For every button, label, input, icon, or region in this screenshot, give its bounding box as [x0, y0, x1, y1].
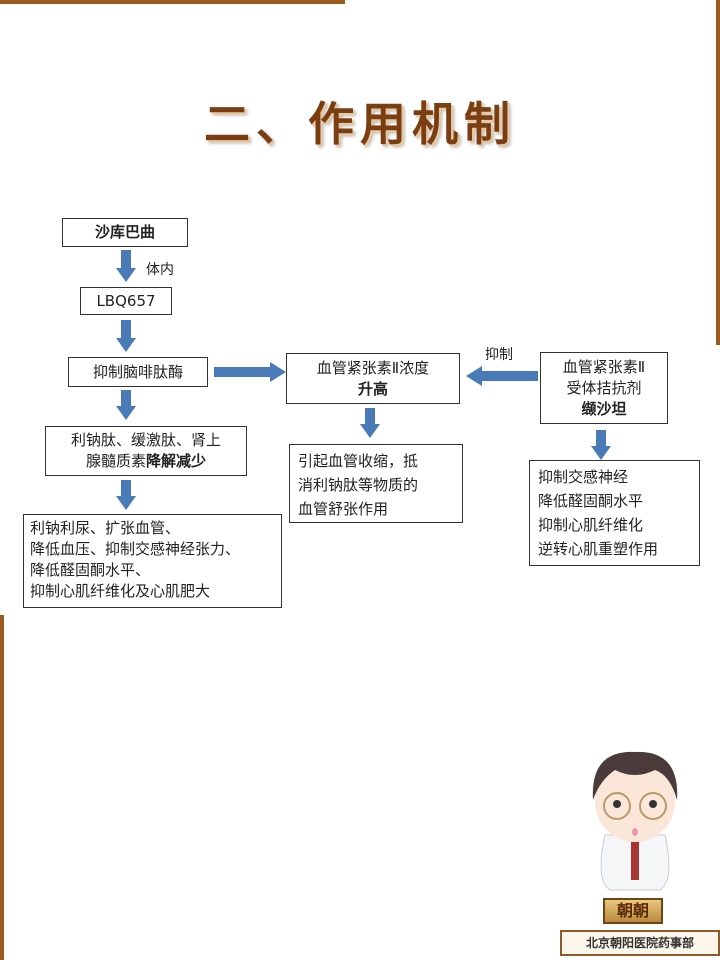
peptides-bold: 降解减少	[146, 452, 207, 470]
effect-line: 抑制交感神经	[538, 468, 629, 486]
arrow-down-icon	[116, 320, 136, 352]
effect-line: 血管舒张作用	[298, 500, 389, 518]
effect-line: 消利钠肽等物质的	[298, 476, 419, 494]
arrow-down-icon	[116, 390, 136, 420]
arrow-left-icon	[466, 366, 538, 386]
peptides-line2: 腺髓质素	[85, 452, 146, 470]
node-arb-effects: 抑制交感神经 降低醛固酮水平 抑制心肌纤维化 逆转心肌重塑作用	[529, 460, 700, 566]
frame-left-line	[0, 615, 4, 960]
frame-right-line	[716, 0, 720, 345]
effect-line: 逆转心肌重塑作用	[538, 540, 659, 558]
arrow-down-icon	[116, 250, 136, 282]
label-inhibit: 抑制	[485, 347, 513, 363]
arrow-down-icon	[360, 408, 380, 438]
page-title: 二、作用机制	[204, 97, 516, 151]
arb-bold: 缬沙坦	[581, 399, 627, 418]
node-ang2: 血管紧张素Ⅱ浓度 升高	[286, 353, 460, 404]
arrow-down-icon	[116, 480, 136, 510]
arrow-right-icon	[214, 362, 286, 382]
arb-line1: 血管紧张素Ⅱ	[562, 357, 646, 376]
arrow-down-icon	[591, 430, 611, 460]
effect-line: 降低醛固酮水平、	[30, 561, 151, 579]
effect-line: 抑制心肌纤维化及心肌肥大	[30, 582, 211, 600]
footer-department: 北京朝阳医院药事部	[560, 930, 720, 956]
effect-line: 降低醛固酮水平	[538, 492, 644, 510]
peptides-line1: 利钠肽、缓激肽、肾上	[70, 431, 221, 449]
node-ang2-effects: 引起血管收缩，抵 消利钠肽等物质的 血管舒张作用	[289, 444, 463, 523]
mascot-name-badge: 朝朝	[603, 898, 663, 924]
node-lbq657: LBQ657	[80, 287, 172, 315]
node-effects-left: 利钠利尿、扩张血管、 降低血压、抑制交感神经张力、 降低醛固酮水平、 抑制心肌纤…	[23, 514, 282, 608]
effect-line: 利钠利尿、扩张血管、	[30, 519, 181, 537]
node-inhibit-nep: 抑制脑啡肽酶	[68, 357, 208, 387]
node-peptides: 利钠肽、缓激肽、肾上 腺髓质素降解减少	[45, 426, 247, 476]
ang2-line1: 血管紧张素Ⅱ浓度	[316, 358, 430, 377]
ang2-bold: 升高	[357, 379, 388, 398]
node-sacubitril: 沙库巴曲	[62, 218, 188, 247]
frame-top-line	[0, 0, 345, 4]
doctor-mascot-illustration	[592, 751, 678, 891]
arb-line2: 受体拮抗剂	[566, 378, 642, 397]
node-arb: 血管紧张素Ⅱ 受体拮抗剂 缬沙坦	[540, 352, 668, 424]
effect-line: 抑制心肌纤维化	[538, 516, 644, 534]
label-in-vivo: 体内	[146, 262, 174, 278]
effect-line: 引起血管收缩，抵	[298, 452, 419, 470]
effect-line: 降低血压、抑制交感神经张力、	[30, 540, 241, 558]
